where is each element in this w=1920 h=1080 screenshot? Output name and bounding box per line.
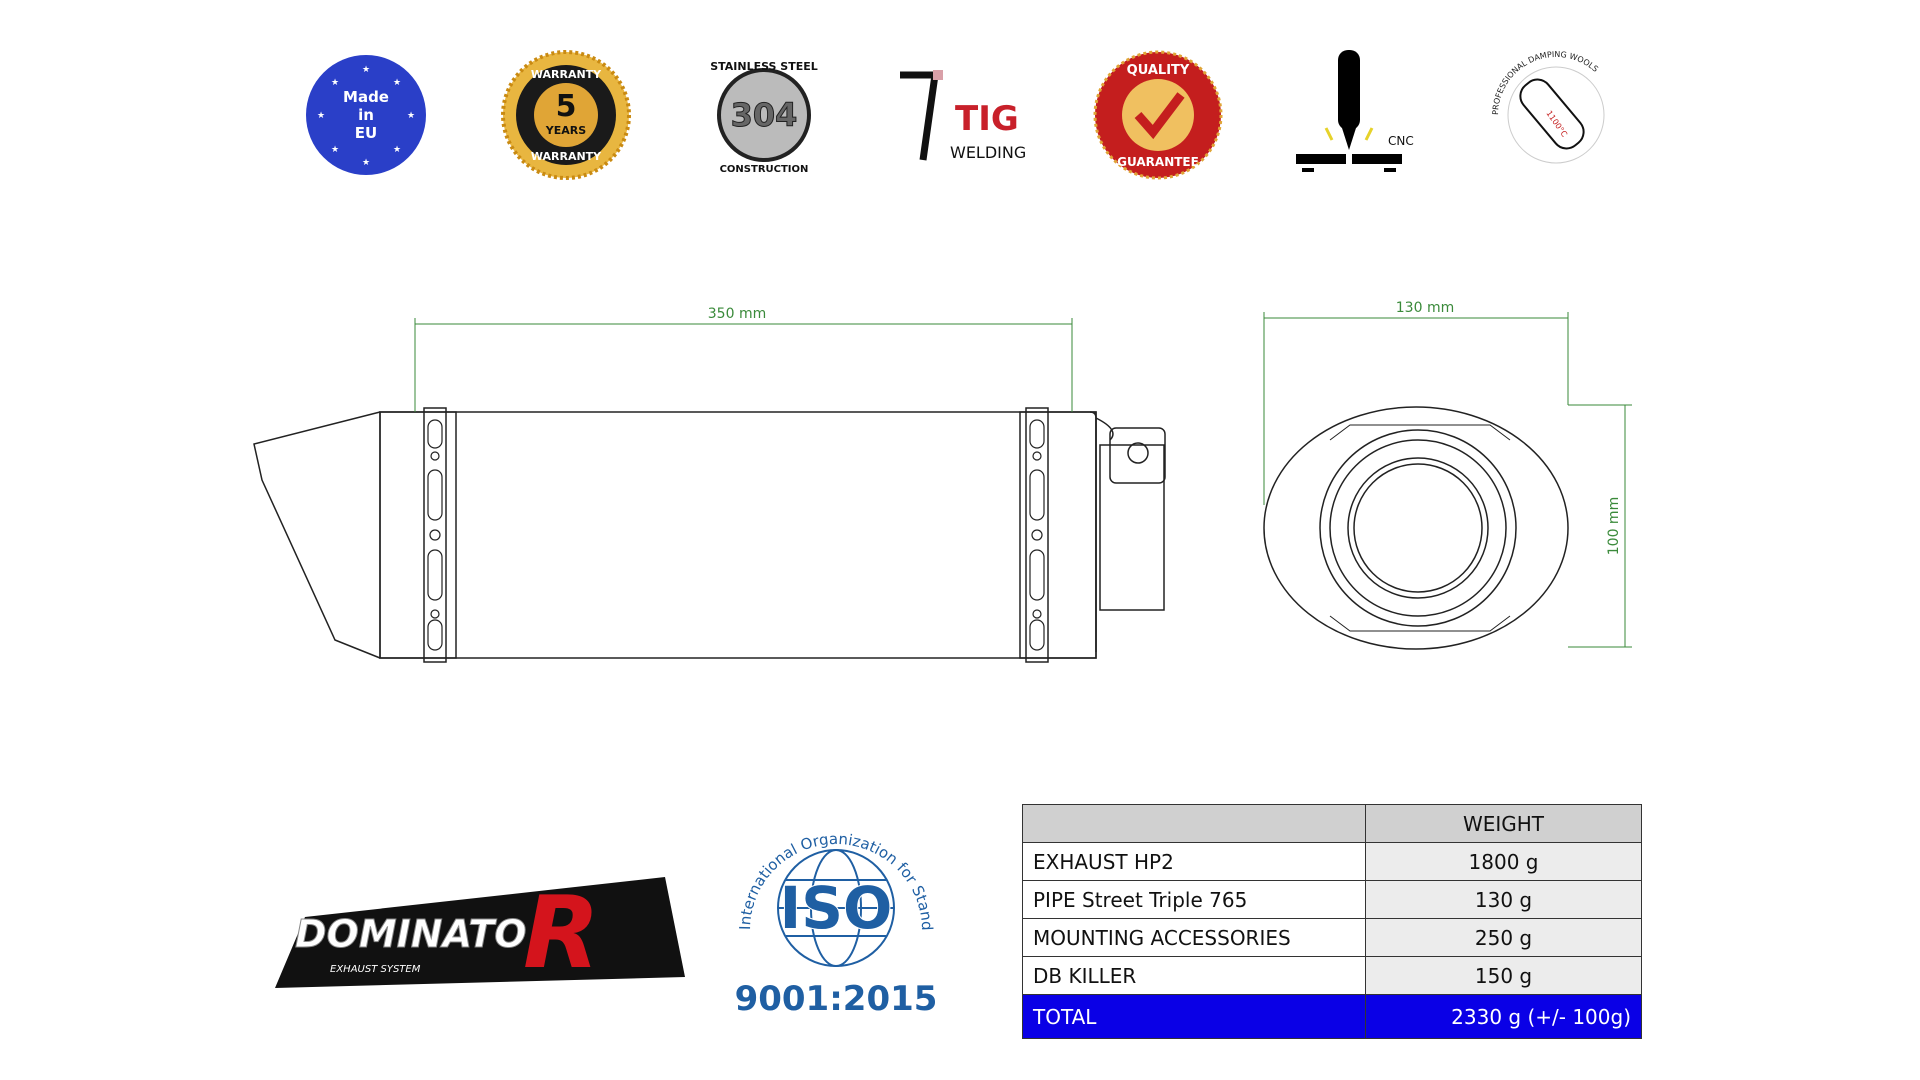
iso-acronym: ISO (780, 874, 893, 942)
item-weight: 130 g (1365, 880, 1642, 919)
badge-text: 5 (556, 89, 577, 124)
badge-text: CNC (1388, 134, 1414, 148)
badge-text: Made (343, 88, 389, 106)
item-weight: 1800 g (1365, 842, 1642, 881)
svg-text:★: ★ (331, 78, 339, 88)
badge-text: YEARS (545, 124, 586, 137)
badge-text: WELDING (950, 143, 1026, 162)
width-label: 130 mm (1396, 300, 1454, 316)
badge-text: in (358, 106, 374, 124)
badge-text: GUARANTEE (1117, 155, 1199, 169)
length-dimension (414, 318, 1073, 412)
logo-tagline: EXHAUST SYSTEM (330, 964, 421, 975)
svg-text:★: ★ (393, 78, 401, 88)
svg-text:★: ★ (407, 111, 415, 121)
table-header-empty (1022, 804, 1366, 843)
side-view (253, 407, 1166, 663)
length-label: 350 mm (708, 306, 766, 322)
height-label: 100 mm (1606, 497, 1622, 555)
dominator-logo: DOMINATO R EXHAUST SYSTEM (275, 867, 690, 991)
end-view-dimensions (1263, 312, 1632, 648)
item-name: EXHAUST HP2 (1022, 842, 1366, 881)
badge-text: CONSTRUCTION (720, 164, 809, 175)
svg-text:★: ★ (331, 145, 339, 155)
item-name: PIPE Street Triple 765 (1022, 880, 1366, 919)
iso-standard: 9001:2015 (735, 979, 938, 1019)
logo-brand-text: DOMINATO (295, 912, 527, 956)
weight-header: WEIGHT (1365, 804, 1642, 843)
badge-text: EU (355, 124, 377, 142)
logo-r-letter: R (523, 874, 600, 988)
cnc-badge: CNC (1284, 50, 1414, 180)
item-name: DB KILLER (1022, 956, 1366, 995)
badge-text: STAINLESS STEEL (710, 60, 818, 73)
stainless-steel-badge: STAINLESS STEEL 304 CONSTRUCTION (699, 50, 829, 180)
badge-text: WARRANTY (531, 68, 602, 81)
badge-text: TIG (955, 99, 1019, 139)
svg-text:★: ★ (362, 65, 370, 75)
item-name: MOUNTING ACCESSORIES (1022, 918, 1366, 957)
total-weight: 2330 g (+/- 100g) (1365, 994, 1642, 1039)
total-label: TOTAL (1022, 994, 1366, 1039)
table-header-row: WEIGHT (1022, 804, 1642, 843)
item-weight: 150 g (1365, 956, 1642, 995)
item-weight: 250 g (1365, 918, 1642, 957)
end-view (1263, 406, 1569, 650)
badge-text: 304 (731, 96, 798, 134)
tig-welding-badge: TIG WELDING (895, 50, 1045, 180)
svg-text:★: ★ (317, 111, 325, 121)
svg-text:★: ★ (362, 158, 370, 168)
iso-badge: International Organization for Standardi… (725, 786, 942, 1030)
warranty-badge: WARRANTY 5 YEARS WARRANTY (501, 50, 631, 180)
quality-guarantee-badge: QUALITY GUARANTEE (1093, 50, 1223, 180)
damping-wools-badge: PROFESSIONAL DAMPING WOOLS 1100°C (1486, 45, 1626, 185)
svg-text:★: ★ (393, 145, 401, 155)
badge-text: WARRANTY (531, 150, 602, 163)
badge-text: QUALITY (1127, 63, 1190, 78)
